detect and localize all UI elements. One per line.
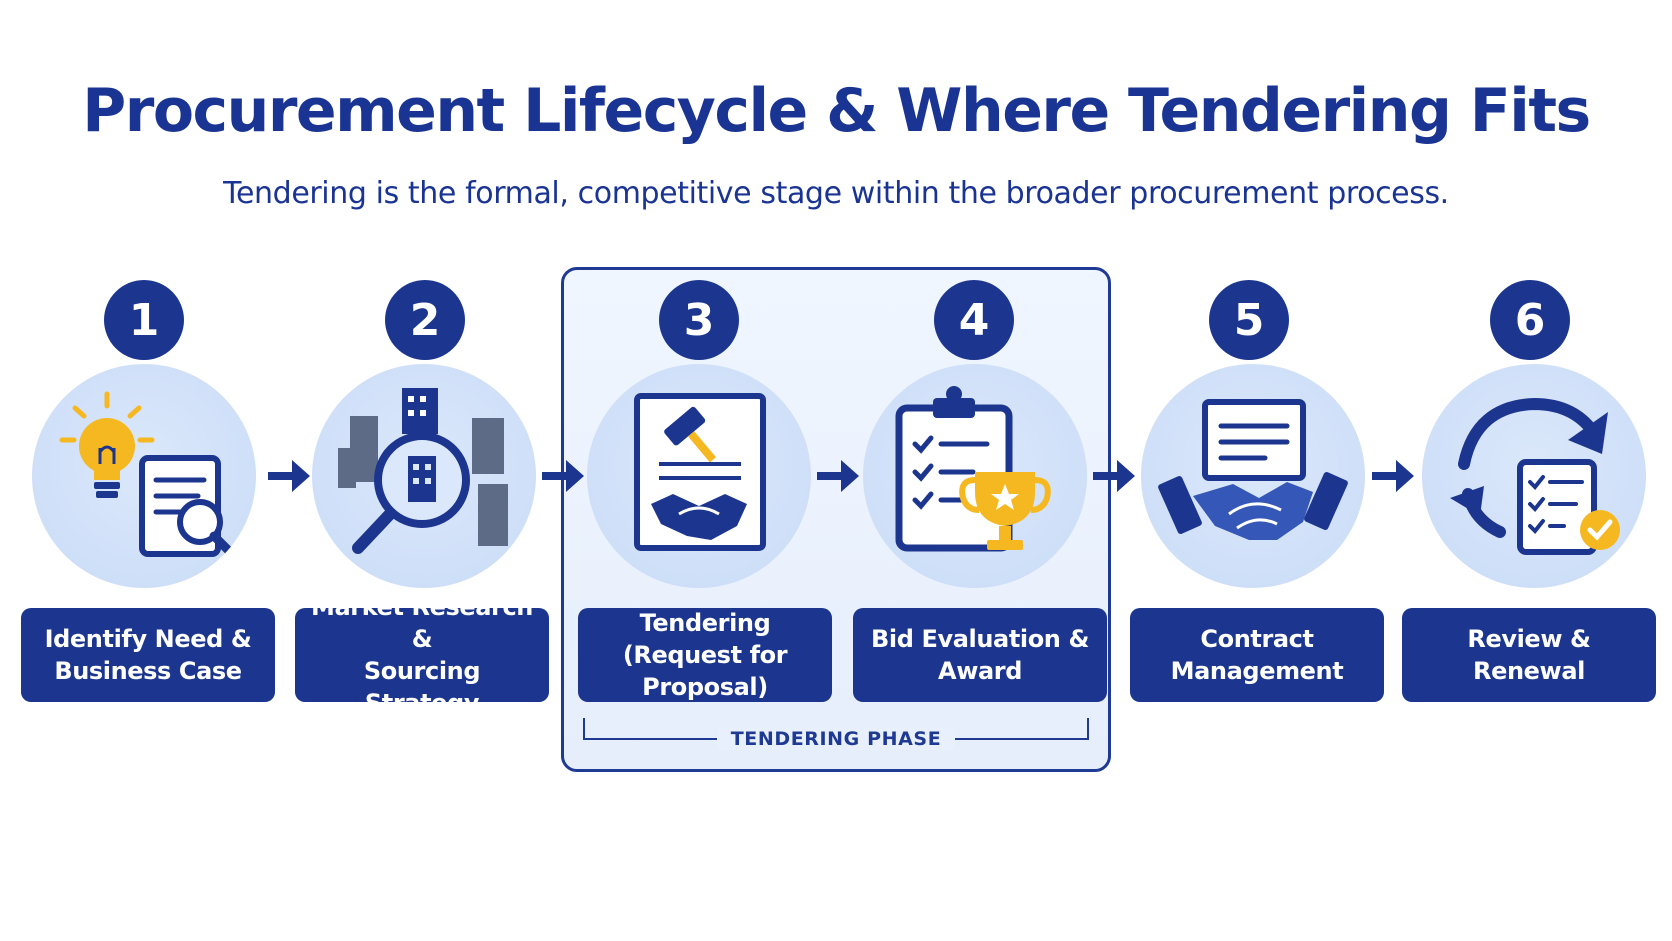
buildings-magnifier-icon xyxy=(338,388,508,554)
cycle-checklist-icon xyxy=(1450,397,1620,555)
step-6-number: 6 xyxy=(1490,280,1570,360)
step-6-label: Review &Renewal xyxy=(1402,608,1656,702)
step-5-arrow-icon xyxy=(1372,460,1414,492)
step-4-label: Bid Evaluation &Award xyxy=(853,608,1107,702)
step-6-circle xyxy=(1422,364,1646,588)
step-1-label: Identify Need &Business Case xyxy=(21,608,275,702)
step-1-circle xyxy=(32,364,256,588)
tendering-phase-label: TENDERING PHASE xyxy=(585,728,1087,750)
step-3-circle xyxy=(587,364,811,588)
contract-handshake-icon xyxy=(1158,399,1348,540)
tendering-phase-bracket: TENDERING PHASE xyxy=(583,718,1089,750)
step-4-number: 4 xyxy=(934,280,1014,360)
step-5-circle xyxy=(1141,364,1365,588)
step-2-number: 2 xyxy=(385,280,465,360)
step-3-label: Tendering(Request for Proposal) xyxy=(578,608,832,702)
step-1-number: 1 xyxy=(104,280,184,360)
step-3-number: 3 xyxy=(659,280,739,360)
step-2-arrow-icon xyxy=(542,460,584,492)
page-title: Procurement Lifecycle & Where Tendering … xyxy=(82,76,1591,146)
step-4-circle xyxy=(863,364,1087,588)
step-2-label: Market Research &Sourcing Strategy xyxy=(295,593,549,717)
step-1-arrow-icon xyxy=(268,460,310,492)
step-2-circle xyxy=(312,364,536,588)
step-4-arrow-icon xyxy=(1093,460,1135,492)
step-5-number: 5 xyxy=(1209,280,1289,360)
page-subtitle: Tendering is the formal, competitive sta… xyxy=(223,176,1449,211)
gavel-handshake-document-icon xyxy=(634,393,766,551)
clipboard-trophy-icon xyxy=(895,386,1051,552)
lightbulb-document-icon xyxy=(59,391,239,561)
step-3-arrow-icon xyxy=(817,460,859,492)
